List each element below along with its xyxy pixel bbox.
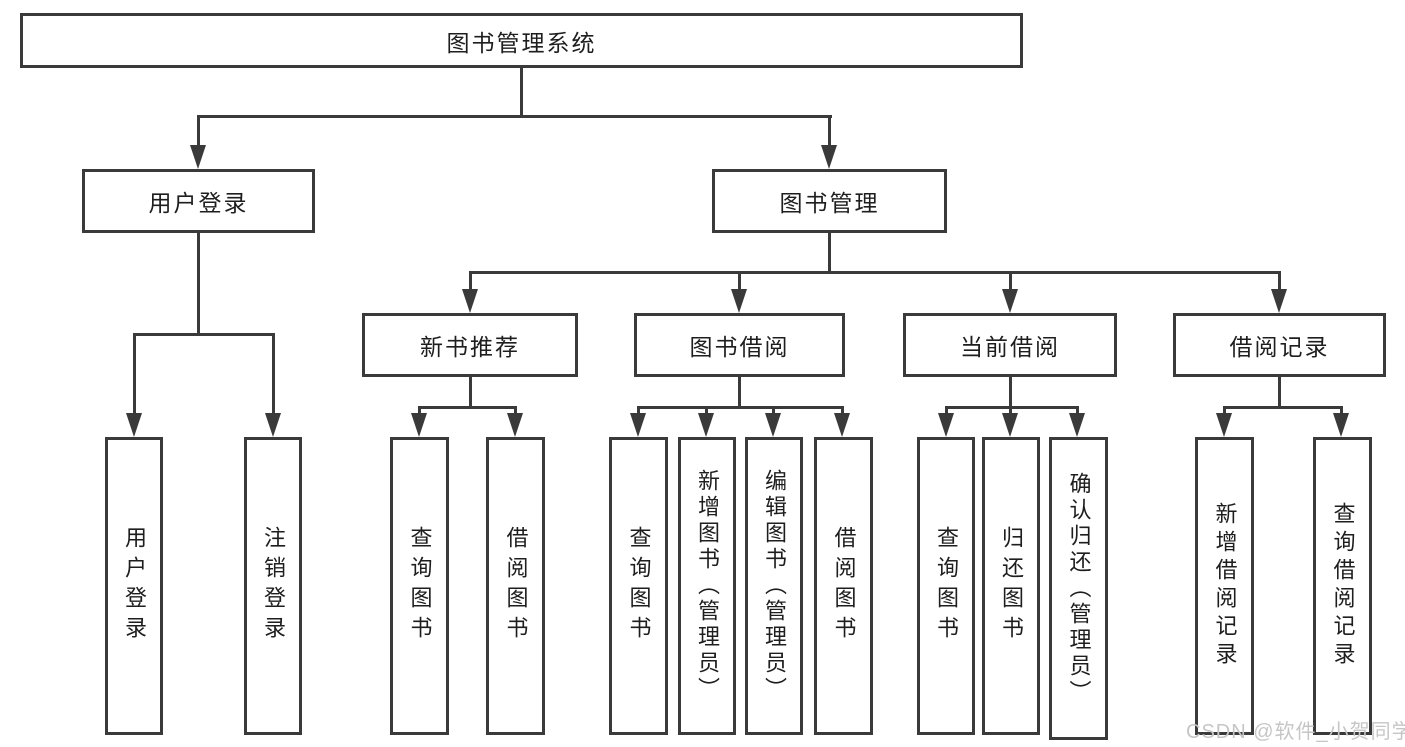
leaf-query-borrow-record: 查询借阅记录 [1313,437,1372,735]
leaf-query-book-recommend: 查询图书 [390,437,449,735]
leaf-query-book-current: 查询图书 [917,437,975,735]
arrowhead-new-book [462,289,478,313]
arrowhead-g0-leaf1 [507,413,523,437]
arrowhead-g2-leaf2 [1069,413,1085,437]
edge-drop-user-login [197,115,200,150]
edge-drop-g1-leaf1 [705,406,708,416]
edge-drop-book-management [828,115,831,150]
node-user-login: 用户登录 [82,169,315,233]
arrowhead-g3-leaf1 [1333,413,1349,437]
arrowhead-g0-leaf0 [411,413,427,437]
edge-drop-current-borrow [1009,271,1012,293]
edge-new-book-down [469,377,472,409]
node-current-borrow: 当前借阅 [903,313,1117,377]
leaf-edit-book-admin: 编辑图书（管理员） [745,437,803,735]
arrowhead-g1-leaf0 [630,413,646,437]
arrowhead-book-borrow [731,289,747,313]
edge-root-down [520,66,523,117]
leaf-borrow-book-recommend-label: 借阅图书 [503,526,529,646]
csdn-watermark: CSDN @软件_小贺同学 [1186,721,1405,743]
edge-drop-g0-leaf1 [514,406,517,416]
edge-book-borrow-horizontal [637,406,844,409]
node-book-borrow: 图书借阅 [634,313,845,377]
edge-drop-g0-leaf0 [418,406,421,416]
leaf-logout-label: 注销登录 [261,526,286,646]
edge-drop-logout-leaf [272,333,275,415]
leaf-query-book-recommend-label: 查询图书 [407,526,433,646]
edge-book-borrow-down [738,377,741,409]
leaf-query-book-borrow: 查询图书 [609,437,668,735]
edge-drop-g2-leaf1 [1009,406,1012,416]
leaf-logout: 注销登录 [244,437,302,735]
edge-book-management-horizontal [469,271,1281,274]
edge-drop-g1-leaf3 [841,406,844,416]
leaf-query-book-borrow-label: 查询图书 [626,526,652,646]
edge-root-horizontal [197,115,832,118]
leaf-user-login-label: 用户登录 [122,526,147,646]
leaf-borrow-book: 借阅图书 [814,437,873,735]
leaf-query-borrow-record-label: 查询借阅记录 [1330,502,1356,670]
edge-book-management-down [828,233,831,274]
edge-current-borrow-down [1009,377,1012,409]
edge-drop-g2-leaf2 [1076,406,1079,416]
edge-drop-g3-leaf0 [1223,406,1226,416]
edge-drop-g3-leaf1 [1340,406,1343,416]
arrowhead-g1-leaf3 [834,413,850,437]
arrowhead-g3-leaf0 [1216,413,1232,437]
node-library-management-system: 图书管理系统 [20,13,1023,68]
arrowhead-g2-leaf0 [938,413,954,437]
leaf-borrow-book-recommend: 借阅图书 [486,437,545,735]
edge-drop-g1-leaf0 [637,406,640,416]
arrowhead-login-leaf [126,413,142,437]
arrowhead-g2-leaf1 [1002,413,1018,437]
leaf-add-book-admin-label: 新增图书（管理员） [695,469,720,703]
leaf-add-borrow-record-label: 新增借阅记录 [1212,502,1238,670]
arrowhead-borrow-record [1271,289,1287,313]
arrowhead-user-login [190,145,206,169]
arrowhead-book-management [821,145,837,169]
edge-new-book-horizontal [418,406,517,409]
edge-current-borrow-horizontal [945,406,1079,409]
edge-drop-book-borrow [738,271,741,293]
node-book-management: 图书管理 [712,169,947,233]
edge-drop-g1-leaf2 [772,406,775,416]
leaf-edit-book-admin-label: 编辑图书（管理员） [762,469,787,703]
arrowhead-g1-leaf2 [765,413,781,437]
leaf-add-borrow-record: 新增借阅记录 [1195,437,1254,735]
leaf-add-book-admin: 新增图书（管理员） [678,437,736,735]
arrowhead-logout-leaf [265,413,281,437]
leaf-user-login: 用户登录 [105,437,163,735]
node-borrow-record: 借阅记录 [1173,313,1386,377]
edge-drop-borrow-record [1278,271,1281,293]
leaf-query-book-current-label: 查询图书 [934,526,959,646]
arrowhead-current-borrow [1002,289,1018,313]
leaf-return-book-label: 归还图书 [999,526,1024,646]
edge-user-login-down [197,233,200,336]
edge-borrow-record-horizontal [1223,406,1343,409]
leaf-return-book: 归还图书 [982,437,1040,735]
arrowhead-g1-leaf1 [698,413,714,437]
edge-drop-g2-leaf0 [945,406,948,416]
edge-drop-new-book [469,271,472,293]
edge-drop-login-leaf [133,333,136,415]
leaf-borrow-book-label: 借阅图书 [831,526,857,646]
node-new-book-recommend: 新书推荐 [362,313,578,377]
edge-borrow-record-down [1278,377,1281,409]
edge-user-login-horizontal [133,333,275,336]
leaf-confirm-return-admin-label: 确认归还（管理员） [1066,471,1092,706]
leaf-confirm-return-admin: 确认归还（管理员） [1049,437,1108,740]
